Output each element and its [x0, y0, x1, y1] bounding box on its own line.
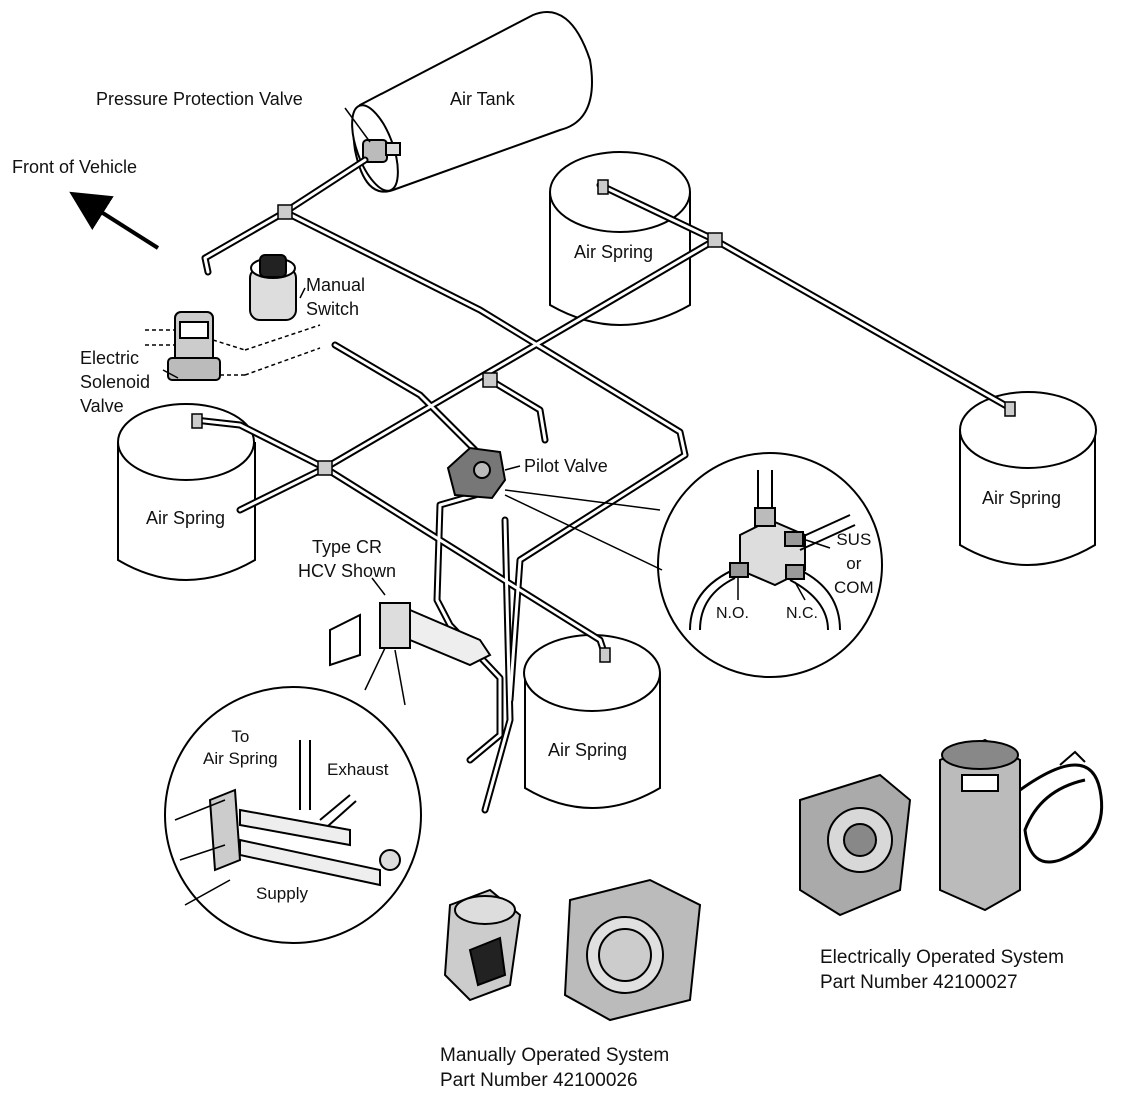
manual-switch-label-line1: Manual [306, 275, 366, 295]
exhaust-label: Exhaust [327, 760, 389, 779]
to-air-spring-line1: To [231, 727, 250, 746]
type-cr-label-line1: Type CR [312, 537, 383, 557]
sus-label: SUS [836, 530, 872, 549]
sus-com-label: SUS or COM [834, 528, 874, 600]
manual-system-caption: Manually Operated System Part Number 421… [440, 1043, 669, 1093]
type-cr-label-line2: HCV Shown [298, 561, 397, 581]
nc-port-label: N.C. [786, 605, 818, 622]
no-port-label: N.O. [716, 605, 749, 622]
electrical-system-caption: Electrically Operated System Part Number… [820, 945, 1064, 995]
hcv-valve [329, 577, 492, 667]
type-cr-label: Type CR HCV Shown [298, 535, 396, 583]
electrical-system-caption-line2: Part Number 42100027 [820, 972, 1018, 993]
electric-solenoid-label-line2: Solenoid [80, 372, 151, 392]
electric-solenoid-valve [145, 311, 321, 381]
air-spring-bottom-label: Air Spring [548, 740, 628, 760]
electrical-system-parts [799, 738, 1104, 917]
pilot-valve-label: Pilot Valve [524, 456, 608, 476]
pressure-protection-valve [344, 107, 401, 163]
com-label: COM [834, 578, 874, 597]
pilot-valve [446, 446, 521, 500]
manual-switch-label: Manual Switch [306, 273, 365, 321]
or-label: or [846, 554, 862, 573]
manual-system-parts [443, 878, 702, 1022]
front-of-vehicle-label: Front of Vehicle [12, 157, 138, 177]
electrical-system-caption-line1: Electrically Operated System [820, 947, 1064, 968]
electric-solenoid-label-line1: Electric [80, 348, 140, 368]
manual-switch-label-line2: Switch [306, 299, 360, 319]
air-spring-bottom [523, 634, 661, 809]
hcv-detail [164, 647, 422, 944]
tee-fittings [191, 179, 1016, 663]
electric-solenoid-label-line3: Valve [80, 396, 124, 416]
to-air-spring-line2: Air Spring [203, 749, 278, 768]
air-spring-right-label: Air Spring [982, 488, 1062, 508]
to-air-spring-label: To Air Spring [203, 726, 278, 770]
supply-label: Supply [256, 884, 308, 903]
electric-solenoid-label: Electric Solenoid Valve [80, 346, 150, 418]
manual-system-caption-line2: Part Number 42100026 [440, 1070, 638, 1091]
air-tank-label: Air Tank [450, 89, 515, 109]
air-spring-left [117, 403, 256, 581]
manual-switch [249, 254, 306, 321]
air-spring-left-label: Air Spring [146, 508, 226, 528]
air-spring-top-label: Air Spring [574, 242, 654, 262]
pilot-valve-detail [504, 452, 883, 678]
manual-system-caption-line1: Manually Operated System [440, 1045, 670, 1066]
pressure-protection-valve-label: Pressure Protection Valve [96, 89, 303, 109]
front-arrow [69, 191, 160, 250]
air-spring-right [959, 391, 1097, 566]
